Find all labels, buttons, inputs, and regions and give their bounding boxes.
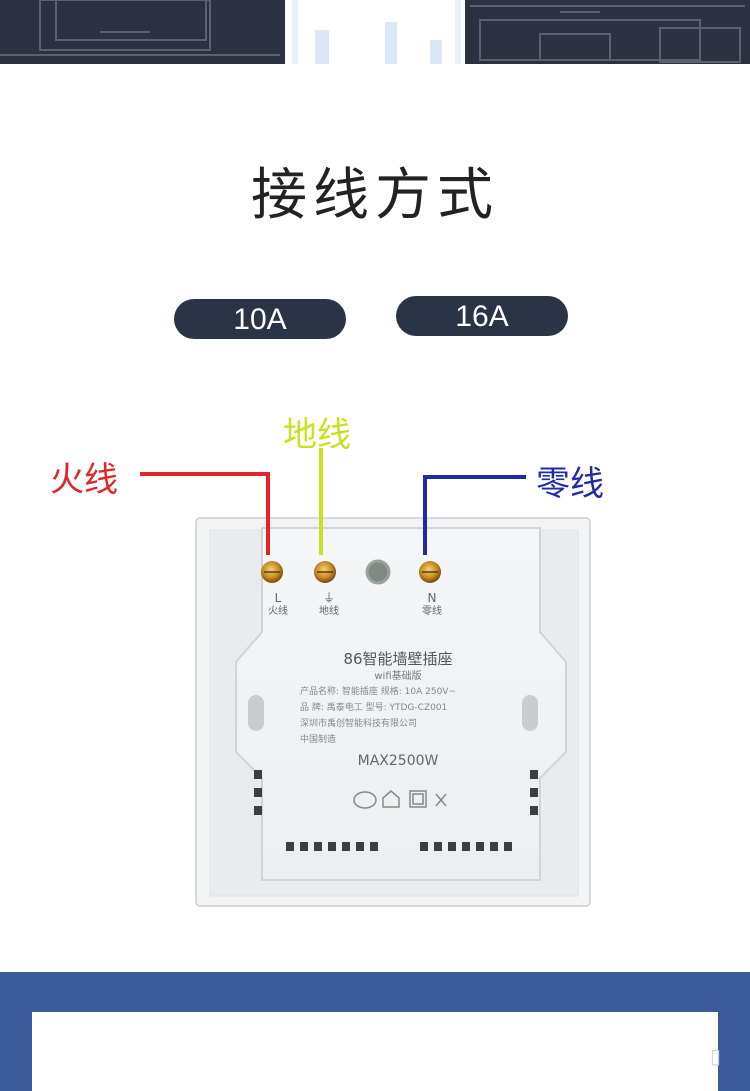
product-spec-line1: 产品名称: 智能插座 规格: 10A 250V~ [300,685,456,697]
option-10a-button[interactable]: 10A [174,299,346,339]
product-spec-line4: 中国制造 [300,733,336,745]
terminal-symbol-live: L [275,591,282,605]
live-wire [140,472,270,555]
option-16a-button[interactable]: 16A [396,296,568,336]
terminal-label-live: 火线 [268,604,288,617]
mount-slot-right [522,695,538,731]
terminal-label-ground: 地线 [319,604,339,617]
product-title: 86智能墙壁插座 [343,650,452,668]
neutral-wire-label: 零线 [536,464,604,504]
product-spec-line3: 深圳市禹创智能科技有限公司 [300,717,417,729]
max-power-label: MAX2500W [358,753,439,769]
socket-body [235,527,567,881]
terminal-screw-empty [365,559,391,585]
top-banner-graphic [0,0,750,64]
terminal-label-neutral: 零线 [422,604,442,617]
mount-slot-left [248,695,264,731]
terminal-symbol-neutral: N [428,591,437,605]
product-subtitle: wifi基础版 [374,669,421,682]
ground-wire-label: 地线 [283,415,351,455]
socket-back-photo: L 火线 ⏚ 地线 N 零线 86智能墙壁插座 wifi基础版 产品名称: 智能… [140,448,591,907]
terminal-symbol-ground: ⏚ [323,591,335,605]
page-title: 接线方式 [251,163,499,228]
top-banner [0,0,750,64]
live-wire-label: 火线 [50,460,118,500]
certification-icons [353,790,447,809]
product-spec-line2: 品 牌: 禹泰电工 型号: YTDG-CZ001 [300,701,447,713]
neutral-wire [423,475,526,555]
bottom-card [32,1012,718,1091]
corner-glyph-icon: ▯ [710,1044,722,1068]
